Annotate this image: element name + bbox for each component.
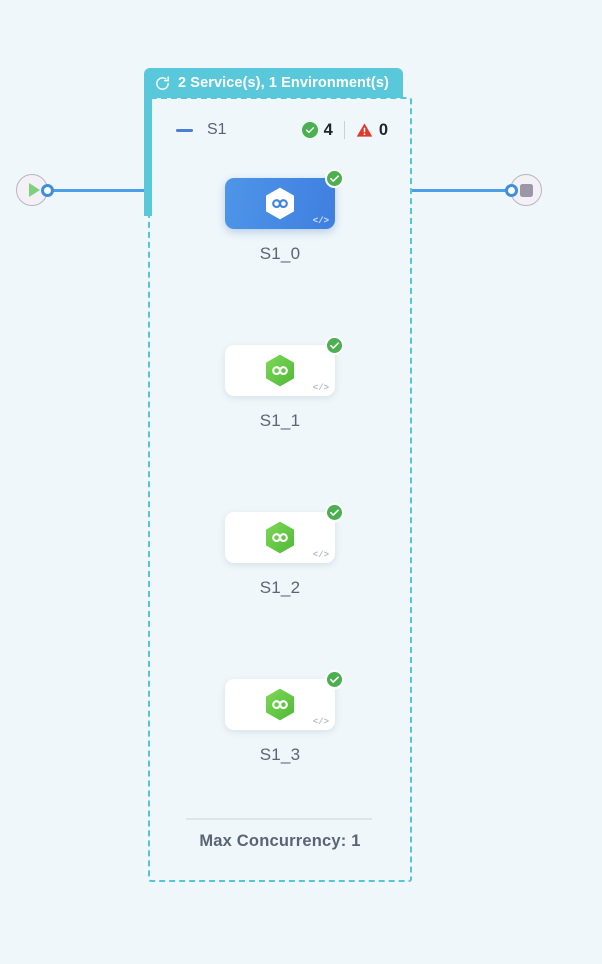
group-left-accent-bar bbox=[144, 97, 152, 216]
edge-group-to-end bbox=[411, 189, 513, 192]
max-concurrency-label: Max Concurrency: 1 bbox=[199, 832, 361, 850]
warning-counter: 0 bbox=[345, 121, 388, 140]
check-circle-icon bbox=[325, 169, 344, 188]
service-node-s1-2[interactable]: </> S1_2 bbox=[225, 503, 344, 598]
service-group-container[interactable] bbox=[148, 97, 412, 882]
success-count: 4 bbox=[323, 120, 333, 139]
check-circle-icon bbox=[325, 503, 344, 522]
service-hexagon-icon bbox=[266, 354, 294, 387]
node-label: S1_1 bbox=[259, 411, 301, 430]
warning-triangle-icon bbox=[356, 123, 373, 137]
code-view-icon[interactable]: </> bbox=[312, 383, 329, 393]
end-input-port[interactable] bbox=[505, 184, 518, 197]
check-circle-icon bbox=[325, 336, 344, 355]
collapse-toggle-icon[interactable] bbox=[176, 128, 193, 132]
warning-count: 0 bbox=[378, 120, 388, 139]
node-label: S1_2 bbox=[259, 578, 301, 597]
footer-divider bbox=[186, 818, 372, 820]
group-name-label: S1 bbox=[207, 121, 227, 138]
group-summary-row: S1 4 0 bbox=[176, 118, 388, 142]
stop-icon bbox=[519, 183, 533, 197]
service-hexagon-icon bbox=[266, 521, 294, 554]
service-hexagon-icon bbox=[266, 187, 294, 220]
service-node-s1-1[interactable]: </> S1_1 bbox=[225, 336, 344, 431]
check-circle-icon bbox=[301, 122, 318, 138]
refresh-cycle-icon bbox=[156, 75, 169, 90]
code-view-icon[interactable]: </> bbox=[312, 717, 329, 727]
node-label: S1_3 bbox=[259, 745, 301, 764]
code-view-icon[interactable]: </> bbox=[312, 550, 329, 560]
play-icon bbox=[28, 183, 40, 197]
group-header-badge[interactable]: 2 Service(s), 1 Environment(s) bbox=[144, 68, 403, 98]
code-view-icon[interactable]: </> bbox=[312, 216, 329, 226]
service-node-s1-3[interactable]: </> S1_3 bbox=[225, 670, 344, 765]
service-hexagon-icon bbox=[266, 688, 294, 721]
edge-start-to-group bbox=[46, 189, 148, 192]
service-node-s1-0[interactable]: </> S1_0 bbox=[225, 169, 344, 264]
start-output-port[interactable] bbox=[41, 184, 54, 197]
node-card[interactable]: </> bbox=[225, 503, 344, 563]
check-circle-icon bbox=[325, 670, 344, 689]
success-counter: 4 bbox=[301, 120, 344, 140]
counter-divider bbox=[343, 121, 345, 139]
node-card[interactable]: </> bbox=[225, 670, 344, 730]
group-status-counters: 4 0 bbox=[301, 120, 388, 140]
group-header-label: 2 Service(s), 1 Environment(s) bbox=[178, 75, 389, 91]
node-card[interactable]: </> bbox=[225, 336, 344, 396]
node-card[interactable]: </> bbox=[225, 169, 344, 229]
node-label: S1_0 bbox=[259, 244, 301, 263]
